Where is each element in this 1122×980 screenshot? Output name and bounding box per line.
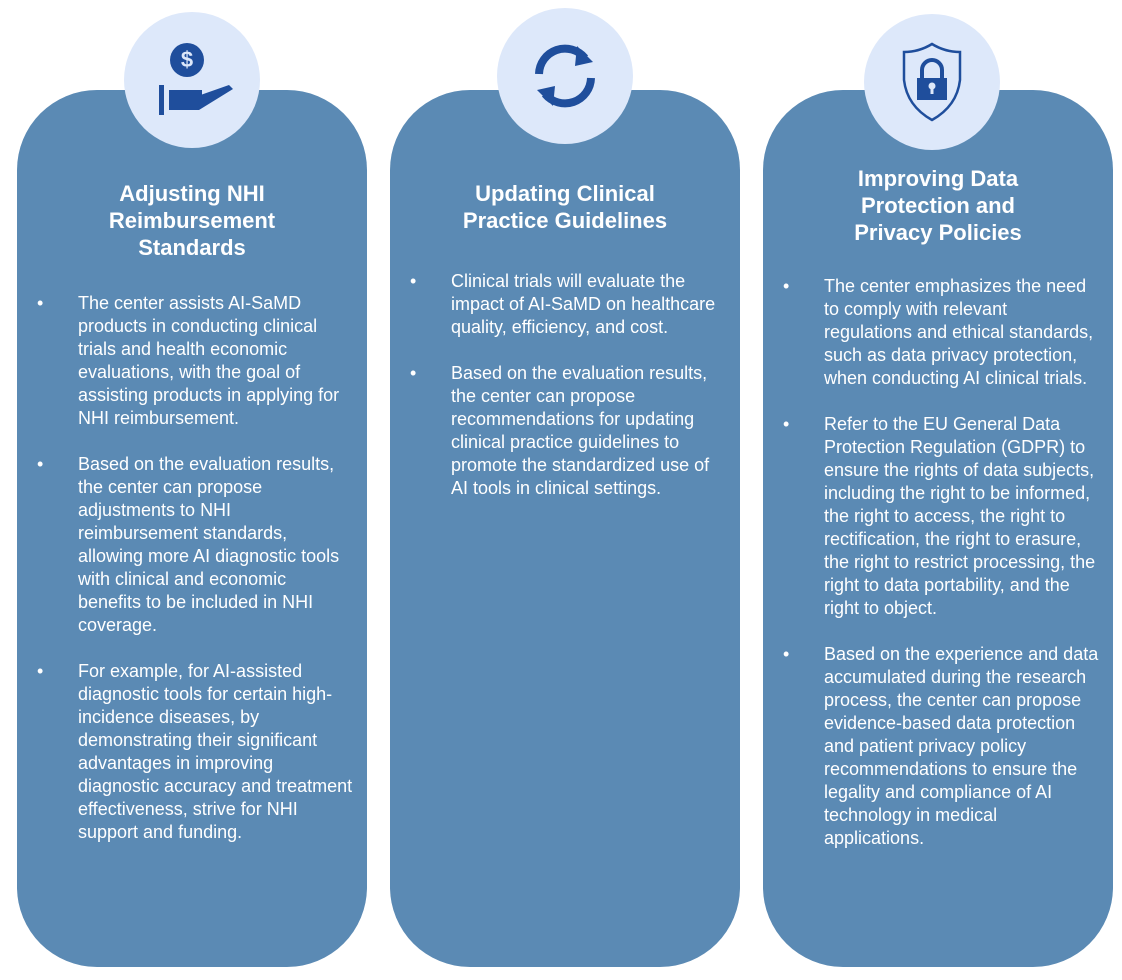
- icon-circle: [864, 14, 1000, 150]
- icon-circle: [497, 8, 633, 144]
- list-item: •Refer to the EU General Data Protection…: [783, 414, 1096, 618]
- card-title: Improving Data Protection and Privacy Po…: [854, 166, 1022, 245]
- list-item: •The center assists AI-SaMD products in …: [37, 293, 340, 428]
- icon-circle: $: [124, 12, 260, 148]
- list-item: •The center emphasizes the need to compl…: [783, 276, 1094, 388]
- list-item: •Clinical trials will evaluate the impac…: [410, 271, 716, 337]
- list-item: •Based on the evaluation results, the ce…: [37, 454, 340, 635]
- list-item: •Based on the experience and data accumu…: [783, 644, 1099, 848]
- card-guidelines: Updating Clinical Practice Guidelines •C…: [390, 90, 740, 967]
- svg-text:$: $: [181, 47, 193, 72]
- list-item: •For example, for AI-assisted diagnostic…: [37, 661, 353, 842]
- refresh-icon: [535, 44, 595, 108]
- card-privacy: Improving Data Protection and Privacy Po…: [763, 90, 1113, 967]
- bullet-list: •The center assists AI-SaMD products in …: [37, 292, 353, 867]
- card-title: Updating Clinical Practice Guidelines: [462, 181, 668, 233]
- bullet-list: •The center emphasizes the need to compl…: [783, 275, 1099, 873]
- list-item: •Based on the evaluation results, the ce…: [410, 363, 710, 498]
- card-nhi: Adjusting NHI Reimbursement Standards •T…: [17, 90, 367, 967]
- shield-lock-icon: [902, 42, 962, 122]
- card-title: Adjusting NHI Reimbursement Standards: [108, 181, 276, 260]
- hand-dollar-icon: $: [159, 43, 233, 115]
- bullet-list: •Clinical trials will evaluate the impac…: [410, 270, 726, 523]
